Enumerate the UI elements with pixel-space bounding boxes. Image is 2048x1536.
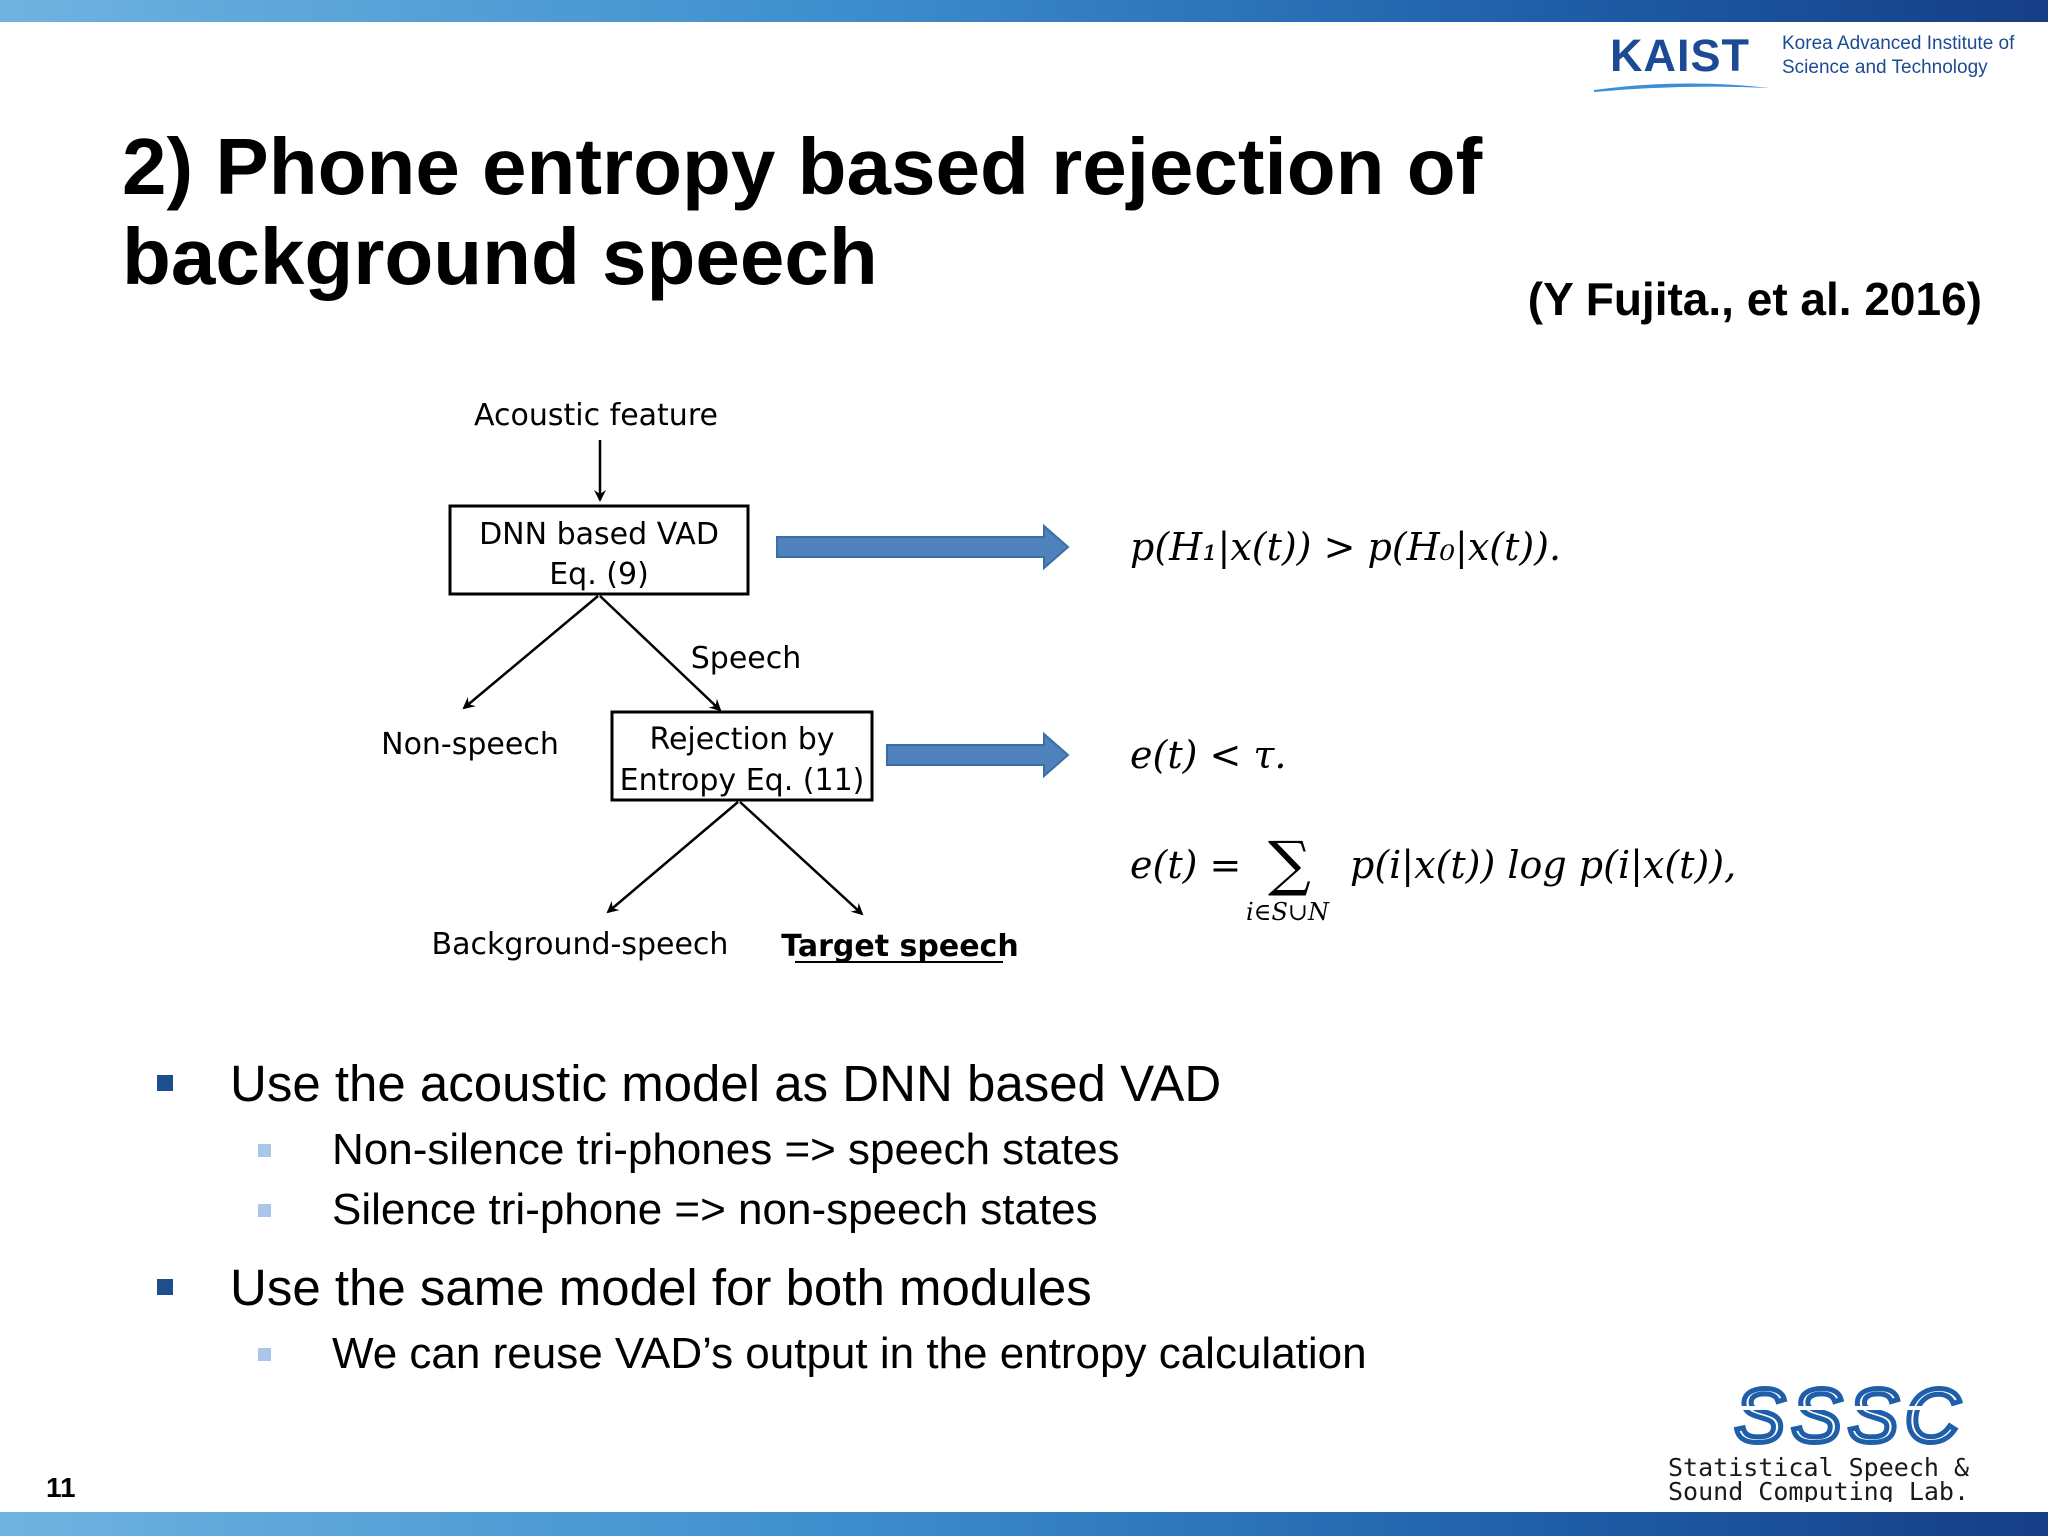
- bullet-square-icon: [157, 1279, 173, 1295]
- sub-bullet-text: Silence tri-phone => non-speech states: [332, 1185, 1098, 1234]
- nonspeech-label: Non-speech: [381, 727, 559, 762]
- sssc-logo: SSSC Statistical Speech & Sound Computin…: [1668, 1378, 2032, 1502]
- sub-bullet-text: We can reuse VAD’s output in the entropy…: [332, 1329, 1367, 1378]
- kaist-subtitle: Korea Advanced Institute of Science and …: [1782, 32, 2032, 80]
- bottom-accent-bar: [0, 1512, 2048, 1536]
- kaist-swoosh-icon: [1594, 83, 1770, 92]
- page-number: 11: [46, 1472, 76, 1503]
- top-accent-bar: [0, 0, 2048, 22]
- entropy-sub: i∈S∪N: [1246, 898, 1330, 926]
- vad-box-line1: DNN based VAD: [479, 517, 719, 552]
- sub-bullet-square-icon: [258, 1204, 271, 1217]
- sssc-wordmark: SSSC: [1735, 1378, 1966, 1459]
- background-arrow: [606, 801, 739, 914]
- rejection-box-line2: Entropy Eq. (11): [620, 763, 865, 798]
- bullet-list: Use the acoustic model as DNN based VAD …: [150, 1048, 1550, 1384]
- sssc-line1: Statistical Speech &: [1668, 1453, 1969, 1482]
- background-label: Background-speech: [432, 927, 729, 962]
- entropy-condition: e(t) < τ.: [1130, 733, 1287, 777]
- sub-bullet-item: Non-silence tri-phones => speech states: [150, 1120, 1550, 1180]
- sub-bullet-square-icon: [258, 1144, 271, 1157]
- entropy-lhs: e(t) =: [1130, 843, 1241, 887]
- vad-block-arrow: [776, 523, 1070, 571]
- sssc-line2: Sound Computing Lab.: [1668, 1477, 1969, 1502]
- speech-label: Speech: [691, 641, 802, 676]
- input-label: Acoustic feature: [474, 398, 718, 433]
- bullet-square-icon: [157, 1075, 173, 1091]
- target-arrow: [739, 801, 864, 916]
- sub-bullet-item: We can reuse VAD’s output in the entropy…: [150, 1324, 1550, 1384]
- bullet-item: Use the same model for both modules: [150, 1252, 1550, 1324]
- vad-equation: p(H₁|x(t)) > p(H₀|x(t)).: [1130, 525, 1561, 569]
- entropy-rhs: p(i|x(t)) log p(i|x(t)),: [1350, 843, 1736, 887]
- speech-arrow: [599, 595, 722, 712]
- bullet-item: Use the acoustic model as DNN based VAD: [150, 1048, 1550, 1120]
- rejection-block-arrow: [886, 731, 1070, 779]
- kaist-subtitle-line2: Science and Technology: [1782, 57, 1988, 78]
- target-label: Target speech: [781, 929, 1018, 964]
- vad-box: [448, 504, 750, 596]
- bullet-text: Use the same model for both modules: [230, 1259, 1092, 1316]
- slide-title: 2) Phone entropy based rejection of back…: [122, 122, 1483, 301]
- citation: (Y Fujita., et al. 2016): [1527, 273, 1982, 325]
- sub-bullet-square-icon: [258, 1348, 271, 1361]
- entropy-sum: ∑: [1268, 829, 1311, 899]
- vad-box-line2: Eq. (9): [549, 557, 649, 592]
- kaist-logo: KAIST Korea Advanced Institute of Scienc…: [1592, 30, 2032, 92]
- sub-bullet-item: Silence tri-phone => non-speech states: [150, 1180, 1550, 1240]
- nonspeech-arrow: [462, 595, 599, 710]
- rejection-box-line1: Rejection by: [649, 722, 834, 757]
- kaist-subtitle-line1: Korea Advanced Institute of: [1782, 33, 2015, 54]
- sub-bullet-text: Non-silence tri-phones => speech states: [332, 1125, 1120, 1174]
- rejection-box: [610, 710, 874, 802]
- kaist-wordmark: KAIST: [1610, 30, 1750, 81]
- bullet-text: Use the acoustic model as DNN based VAD: [230, 1055, 1222, 1112]
